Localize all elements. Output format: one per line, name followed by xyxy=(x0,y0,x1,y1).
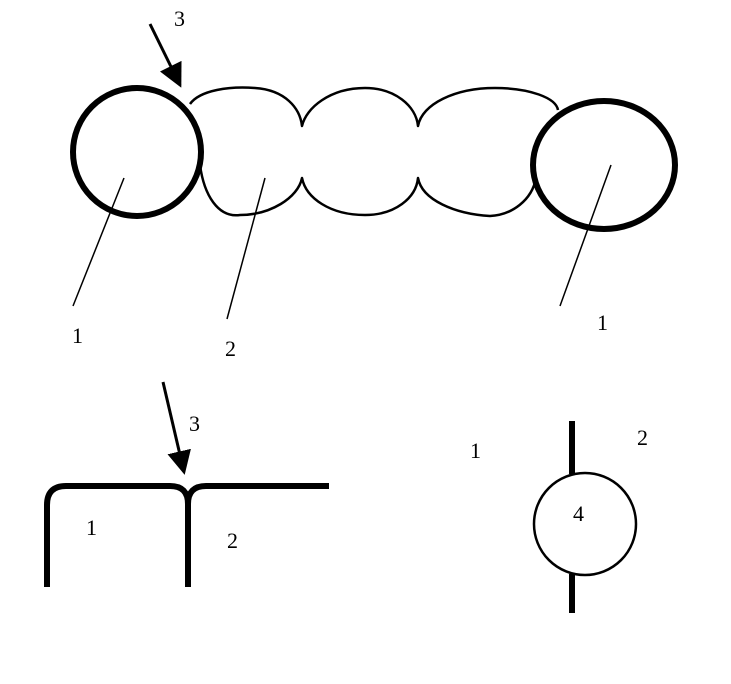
label-right-side: 2 xyxy=(637,425,648,450)
bottom-left-figure: 3 1 2 xyxy=(44,381,329,587)
label-left-circle: 1 xyxy=(72,323,83,348)
left-bold-circle xyxy=(70,85,204,219)
right-bold-circle xyxy=(530,98,678,232)
label-circle: 4 xyxy=(573,501,584,526)
label-right-circle: 1 xyxy=(597,310,608,335)
leader-line-cells xyxy=(226,177,266,320)
right-cell-wall xyxy=(185,483,329,505)
arrow-3-top xyxy=(148,23,182,88)
cell-chain-outline xyxy=(188,86,560,218)
label-arrow-3-bottom: 3 xyxy=(189,411,200,436)
leader-line-left-circle xyxy=(72,177,125,307)
label-arrow-3-top: 3 xyxy=(174,6,185,31)
label-right-region: 2 xyxy=(227,528,238,553)
label-left-side: 1 xyxy=(470,438,481,463)
label-left-region: 1 xyxy=(86,515,97,540)
label-cells: 2 xyxy=(225,336,236,361)
arrow-3-bottom xyxy=(161,381,191,475)
top-figure: 3 1 2 1 xyxy=(70,6,678,361)
leader-line-right-circle xyxy=(559,164,612,307)
thin-circle xyxy=(532,471,638,577)
left-cell-wall xyxy=(44,483,191,587)
bottom-right-figure: 1 2 4 xyxy=(470,421,648,613)
